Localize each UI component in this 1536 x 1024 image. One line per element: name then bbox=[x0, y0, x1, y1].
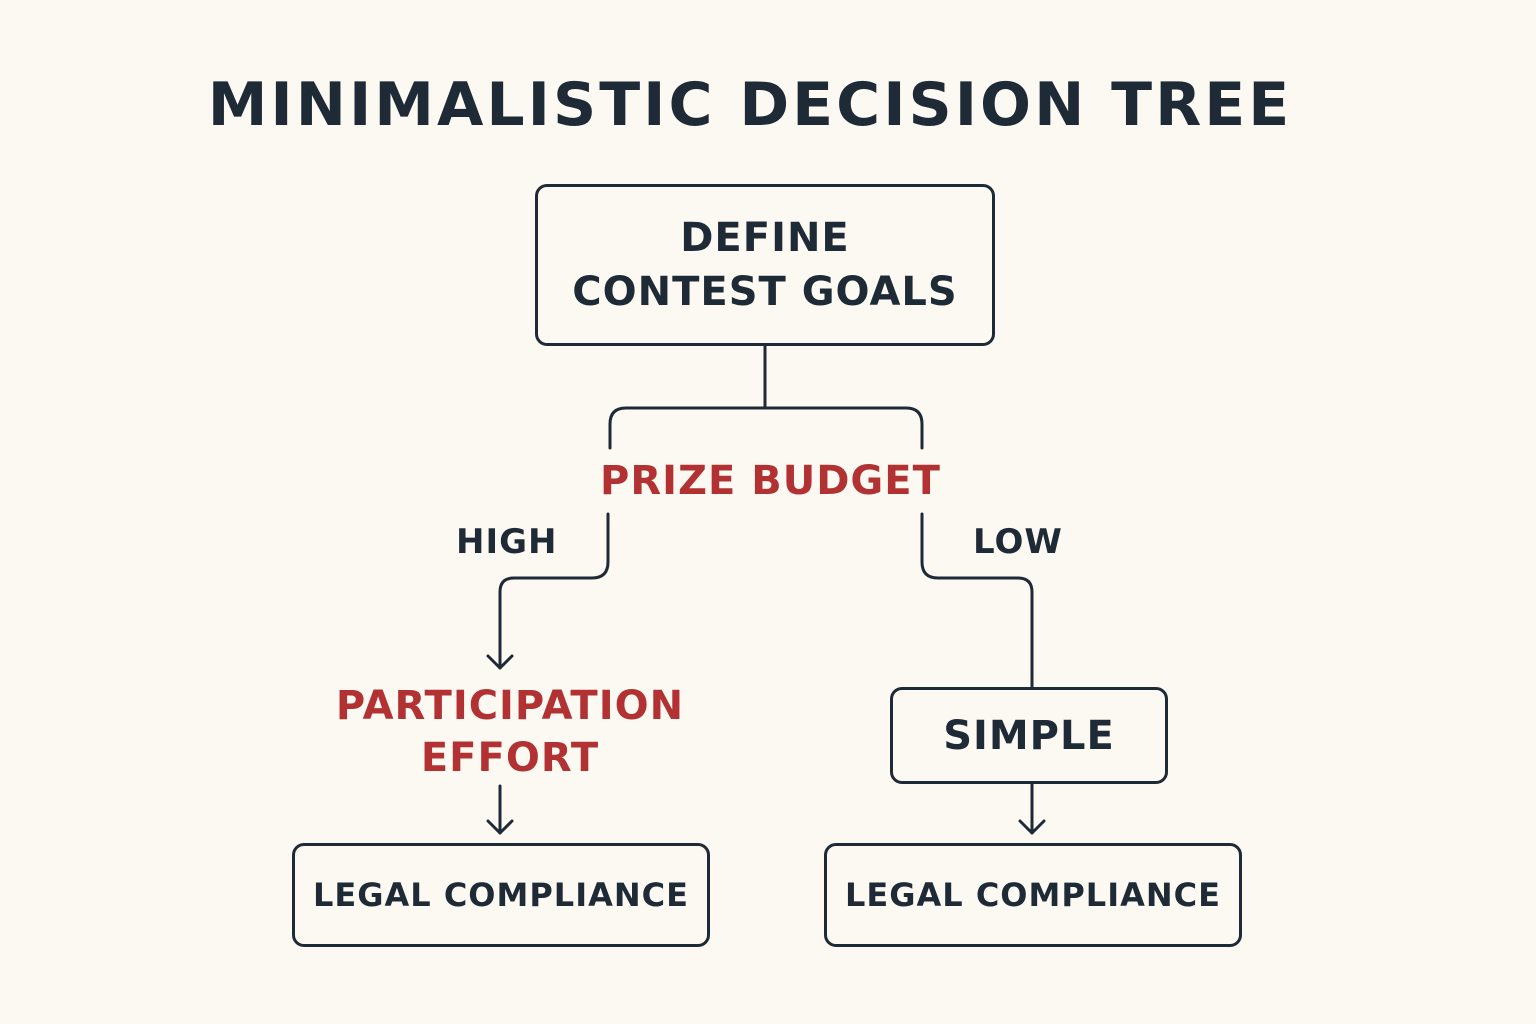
decision-prize-budget: PRIZE BUDGET bbox=[600, 458, 941, 504]
decision-effort-line2: EFFORT bbox=[420, 735, 600, 781]
root-node-define-contest-goals: DEFINE CONTEST GOALS bbox=[535, 184, 995, 346]
page-title: MINIMALISTIC DECISION TREE bbox=[207, 70, 1293, 140]
branch-label-high: HIGH bbox=[456, 522, 558, 562]
arrowhead-high bbox=[486, 654, 514, 670]
arrowhead-effort-to-legal bbox=[486, 819, 514, 835]
root-node-line2: CONTEST GOALS bbox=[572, 269, 958, 315]
leaf-legal-compliance-right: LEGAL COMPLIANCE bbox=[824, 843, 1242, 947]
connector-low-branch bbox=[920, 512, 1034, 689]
leaf-legal-compliance-left: LEGAL COMPLIANCE bbox=[292, 843, 710, 947]
branch-label-low: LOW bbox=[973, 522, 1063, 562]
root-node-line1: DEFINE bbox=[680, 215, 850, 261]
node-simple: SIMPLE bbox=[890, 687, 1168, 784]
arrowhead-simple-to-legal bbox=[1018, 819, 1046, 835]
connector-high-branch bbox=[498, 512, 610, 670]
decision-effort-line1: PARTICIPATION bbox=[335, 683, 685, 729]
connector-split-bracket bbox=[608, 406, 924, 450]
decision-participation-effort: PARTICIPATION EFFORT bbox=[310, 680, 710, 784]
